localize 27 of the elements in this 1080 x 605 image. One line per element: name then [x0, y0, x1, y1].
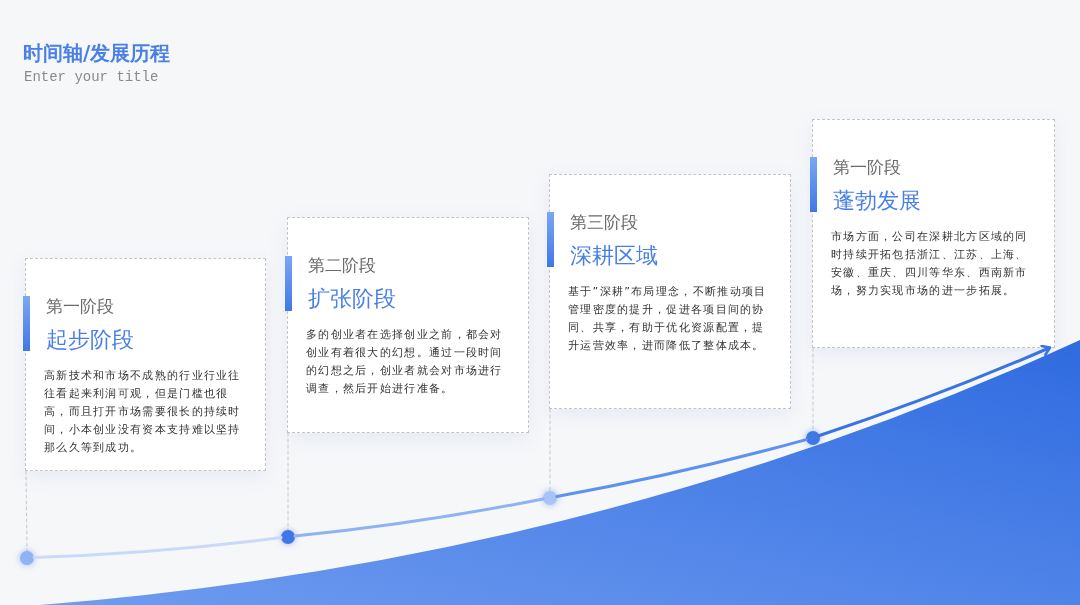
- title: 时间轴/发展历程: [23, 40, 171, 67]
- timeline-dot: [281, 530, 295, 544]
- stage-label: 第一阶段: [833, 156, 901, 179]
- timeline-arrow: [818, 344, 1052, 437]
- stage-label: 第三阶段: [570, 211, 638, 234]
- timeline-dot: [543, 491, 557, 505]
- body-text: 多的创业者在选择创业之前，都会对创业有着很大的幻想。通过一段时间的幻想之后，创业者就会对市场进行调查，然后开始进行准备。: [306, 327, 504, 397]
- body-text: 市场方面，公司在深耕北方区域的同时持续开拓包括浙江、江苏、上海、安徽、重庆、四川等华东、西南新市场，努力实现市场的进一步拓展。: [831, 229, 1029, 299]
- stage-label: 第一阶段: [46, 295, 114, 318]
- stage-title: 扩张阶段: [308, 285, 396, 313]
- timeline-curve: [293, 497, 545, 538]
- body-text: 高新技术和市场不成熟的行业行业往往看起来利润可观，但是门槛也很高，而且打开市场需要很长的持续时间，小本创业没有资本支持难以坚持那么久等到成功。: [44, 368, 242, 456]
- leader-line: [25, 470, 28, 552]
- timeline-dot: [20, 551, 34, 565]
- stage-title: 起步阶段: [46, 326, 134, 354]
- stage-card: [549, 174, 791, 409]
- stage-title: 深耕区域: [570, 242, 658, 270]
- stage-card: [287, 217, 529, 433]
- subtitle: Enter your title: [24, 69, 159, 85]
- stage-title: 蓬勃发展: [833, 187, 921, 215]
- timeline-curve: [32, 536, 283, 559]
- timeline-dot: [806, 431, 820, 445]
- timeline-curve: [555, 438, 808, 498]
- body-text: 基于”深耕”布局理念，不断推动项目管理密度的提升，促进各项目间的协同、共享，有助于优化资源配置，提升运营效率，进而降低了整体成本。: [568, 284, 768, 354]
- stage-card: [25, 258, 266, 471]
- stage-card: [812, 119, 1055, 348]
- stage-label: 第二阶段: [308, 254, 376, 277]
